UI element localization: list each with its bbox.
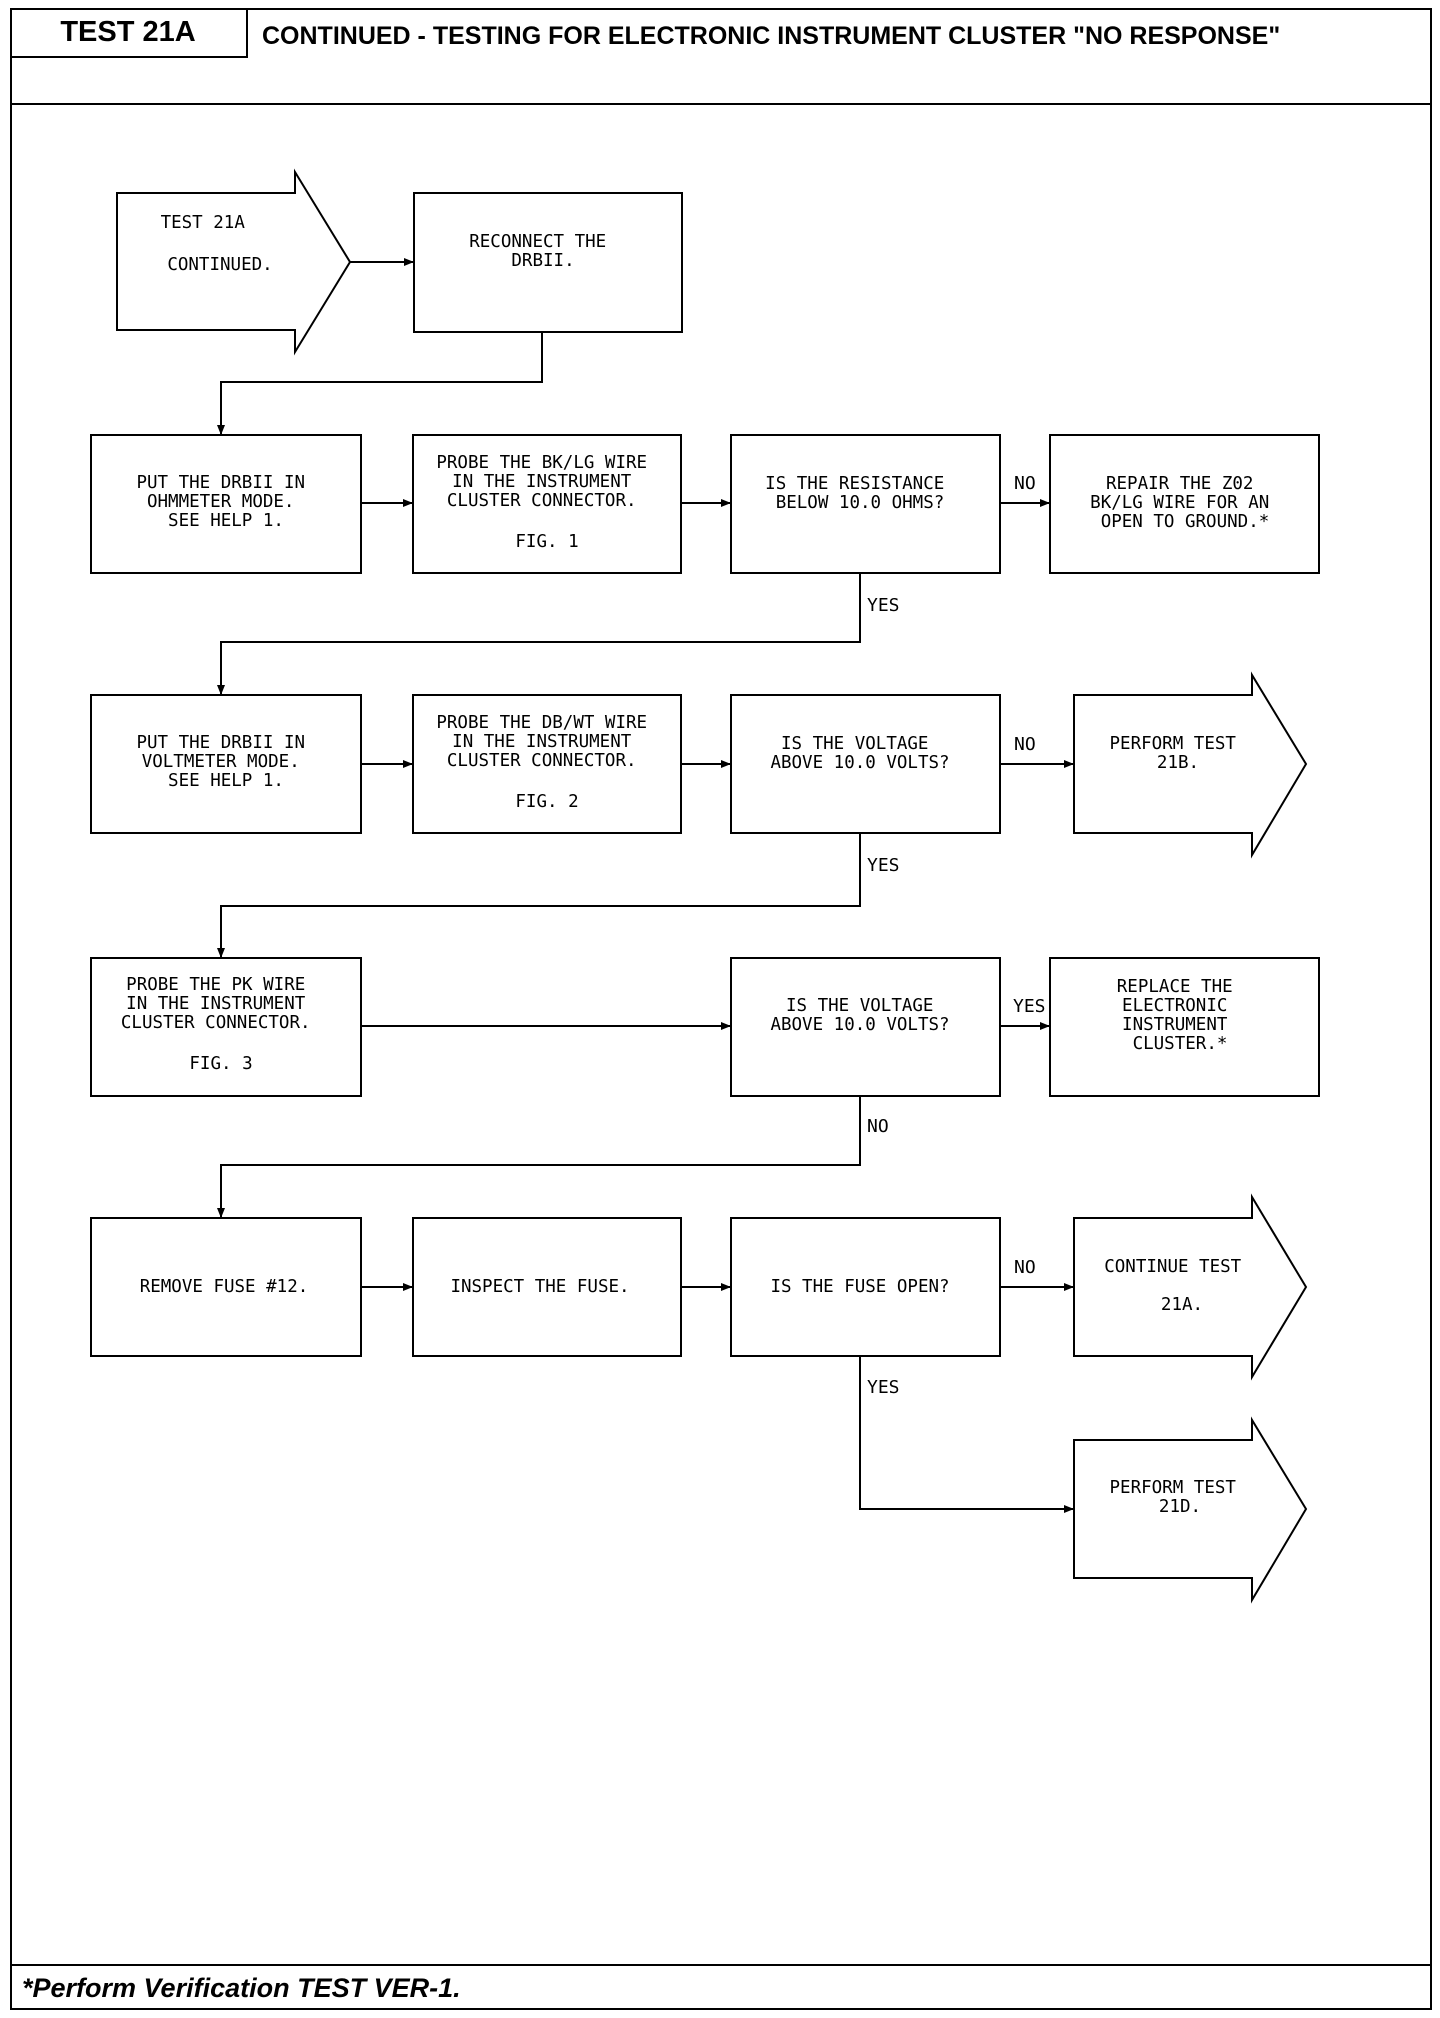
perform-21b-text-2: 21B.	[1157, 753, 1199, 773]
remove-fuse-text: REMOVE FUSE #12.	[140, 1277, 309, 1297]
resistance-text-2: BELOW 10.0 OHMS?	[776, 493, 945, 513]
label-no-voltage2: NO	[867, 1116, 889, 1137]
resistance-text-1: IS THE RESISTANCE	[765, 474, 944, 494]
probe-bklg-text-1: PROBE THE BK/LG WIRE	[436, 453, 647, 473]
svg-text:IS THE RESISTANCE BELOW 10: IS THE RESISTANCE BELOW 10.0 OHMS?	[765, 474, 955, 513]
reconnect-box	[413, 192, 683, 333]
reconnect-text-1: RECONNECT THE	[469, 232, 606, 252]
connector-voltage1-probe-pk	[217, 833, 861, 958]
footer-note: *Perform Verification TEST VER-1.	[22, 1973, 461, 2003]
perform-21d-arrow-shape	[1073, 1416, 1308, 1604]
svg-text:REMOVE FUSE #12.: REMOVE FUSE #12.	[140, 1277, 309, 1297]
svg-text:PUT THE DRBII IN VOLTMETER: PUT THE DRBII IN VOLTMETER MODE. SEE HEL…	[136, 733, 315, 791]
inspect-fuse-text: INSPECT THE FUSE.	[450, 1277, 629, 1297]
svg-text:PROBE THE DB/WT WIRE IN TH: PROBE THE DB/WT WIRE IN THE INSTRUMENT C…	[436, 713, 657, 812]
perform-21b-arrow-shape	[1073, 671, 1308, 859]
repair-z02-text-3: OPEN TO GROUND.*	[1101, 512, 1270, 532]
svg-text:IS THE VOLTAGE ABOVE 10.0: IS THE VOLTAGE ABOVE 10.0 VOLTS?	[770, 734, 949, 773]
svg-text:IS THE FUSE OPEN?: IS THE FUSE OPEN?	[770, 1277, 949, 1297]
replace-cluster-text-3: INSTRUMENT	[1122, 1015, 1228, 1035]
voltage1-text-1: IS THE VOLTAGE	[781, 734, 929, 754]
header-divider	[10, 103, 1432, 105]
svg-text:INSPECT THE FUSE.: INSPECT THE FUSE.	[450, 1277, 629, 1297]
probe-bklg-text-4: FIG. 1	[515, 532, 578, 552]
start-text-2: CONTINUED.	[167, 255, 272, 275]
ohmmeter-text-3: SEE HELP 1.	[168, 511, 284, 531]
repair-z02-box	[1049, 434, 1320, 574]
svg-text:PROBE THE BK/LG WIRE IN TH: PROBE THE BK/LG WIRE IN THE INSTRUMENT C…	[436, 453, 657, 552]
page-title: CONTINUED - TESTING FOR ELECTRONIC INSTR…	[262, 22, 1281, 50]
probe-pk-text-3: CLUSTER CONNECTOR.	[121, 1013, 311, 1033]
voltmeter-text-1: PUT THE DRBII IN	[136, 733, 305, 753]
replace-cluster-box	[1049, 957, 1320, 1097]
perform-21b-text-1: PERFORM TEST	[1110, 734, 1237, 754]
connector-voltage2-remove-fuse	[217, 1096, 861, 1218]
svg-text:REPLACE THE ELECTRONIC: REPLACE THE ELECTRONIC INSTRUMENT CLUSTE…	[1117, 977, 1243, 1054]
start-text-1: TEST 21A	[161, 213, 246, 233]
label-yes-voltage2: YES	[1013, 996, 1046, 1017]
start-arrow-shape	[116, 168, 352, 356]
svg-text:IS THE VOLTAGE ABOVE 10.0: IS THE VOLTAGE ABOVE 10.0 VOLTS?	[770, 996, 949, 1035]
svg-text:CONTINUE TEST 21A.: CONTINUE TEST 21A.	[1104, 1257, 1252, 1315]
page-frame	[10, 8, 1432, 2010]
label-yes-fuse: YES	[867, 1377, 900, 1398]
probe-dbwt-text-2: IN THE INSTRUMENT	[452, 732, 632, 752]
replace-cluster-text-1: REPLACE THE	[1117, 977, 1233, 997]
continue-21a-text-2: 21A.	[1161, 1295, 1203, 1315]
label-yes-resistance: YES	[867, 595, 900, 616]
probe-bklg-text-3: CLUSTER CONNECTOR.	[447, 491, 637, 511]
connector-reconnect-ohmmeter	[217, 332, 543, 435]
ohmmeter-text-1: PUT THE DRBII IN	[136, 473, 305, 493]
svg-text:REPAIR THE Z02 BK/LG WIRE: REPAIR THE Z02 BK/LG WIRE FOR AN OPEN TO…	[1090, 474, 1280, 532]
replace-cluster-text-2: ELECTRONIC	[1122, 996, 1227, 1016]
probe-pk-text-2: IN THE INSTRUMENT	[126, 994, 306, 1014]
probe-dbwt-text-4: FIG. 2	[515, 792, 578, 812]
fuse-decision-text: IS THE FUSE OPEN?	[770, 1277, 949, 1297]
voltage2-text-2: ABOVE 10.0 VOLTS?	[770, 1015, 949, 1035]
reconnect-text-2: DRBII.	[511, 251, 574, 271]
probe-dbwt-text-3: CLUSTER CONNECTOR.	[447, 751, 637, 771]
label-no-fuse: NO	[1014, 1257, 1036, 1278]
repair-z02-text-1: REPAIR THE Z02	[1106, 474, 1254, 494]
test-id: TEST 21A	[10, 8, 248, 58]
voltmeter-text-3: SEE HELP 1.	[168, 771, 284, 791]
perform-21d-text-1: PERFORM TEST	[1110, 1478, 1237, 1498]
label-no-voltage1: NO	[1014, 734, 1036, 755]
probe-bklg-text-2: IN THE INSTRUMENT	[452, 472, 632, 492]
repair-z02-text-2: BK/LG WIRE FOR AN	[1090, 493, 1269, 513]
connector-fuse-21d	[859, 1356, 1074, 1513]
voltage1-text-2: ABOVE 10.0 VOLTS?	[770, 753, 949, 773]
replace-cluster-text-4: CLUSTER.*	[1133, 1034, 1228, 1054]
label-yes-voltage1: YES	[867, 855, 900, 876]
voltmeter-text-2: VOLTMETER MODE.	[142, 752, 300, 772]
svg-text:PERFORM TEST 21B.: PERFORM TEST 21B.	[1110, 734, 1247, 773]
probe-pk-text-4: FIG. 3	[189, 1054, 252, 1074]
svg-text:TEST 21A CONTINUED.: TEST 21A CONTINUED.	[161, 213, 273, 275]
connector-resistance-voltmeter	[217, 573, 861, 695]
voltage2-text-1: IS THE VOLTAGE	[786, 996, 934, 1016]
svg-text:RECONNECT THE DRBII.: RECONNECT THE DRBII.	[469, 232, 617, 271]
probe-pk-text-1: PROBE THE PK WIRE	[126, 975, 305, 995]
continue-21a-arrow-shape	[1073, 1193, 1308, 1381]
ohmmeter-text-2: OHMMETER MODE.	[147, 492, 295, 512]
footer-divider	[10, 1964, 1432, 1966]
svg-text:PROBE THE PK WIRE IN THE I: PROBE THE PK WIRE IN THE INSTRUMENT CLUS…	[121, 975, 321, 1074]
svg-text:PUT THE DRBII IN OHMMETER: PUT THE DRBII IN OHMMETER MODE. SEE HELP…	[136, 473, 315, 531]
probe-dbwt-text-1: PROBE THE DB/WT WIRE	[436, 713, 647, 733]
continue-21a-text-1: CONTINUE TEST	[1104, 1257, 1241, 1277]
label-no-resistance: NO	[1014, 473, 1036, 494]
svg-text:PERFORM TEST 21D.: PERFORM TEST 21D.	[1110, 1478, 1247, 1517]
perform-21d-text-2: 21D.	[1159, 1497, 1201, 1517]
